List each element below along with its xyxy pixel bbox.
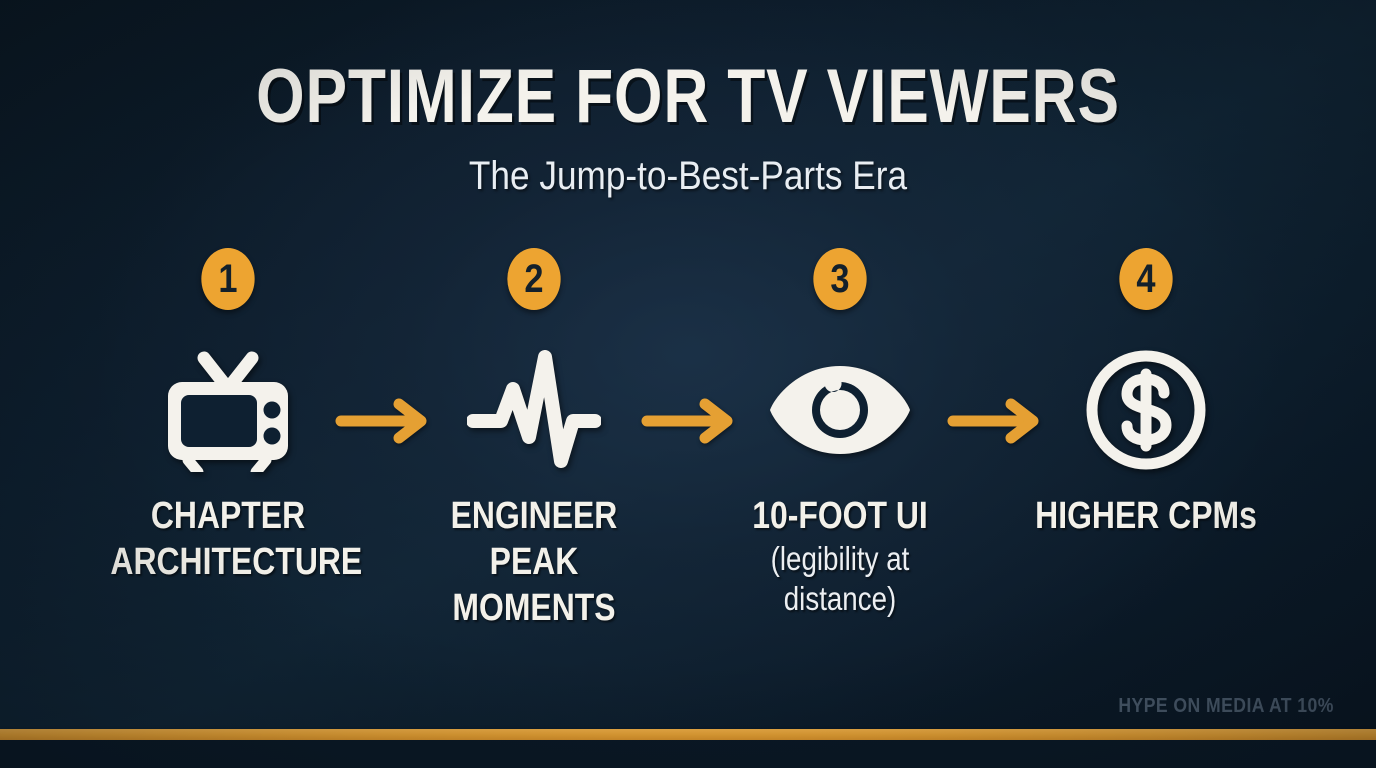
step-caption-line2: PEAK MOMENTS xyxy=(452,541,616,629)
arrow-right-icon-2 xyxy=(641,398,737,444)
pulse-waveform-icon xyxy=(394,342,674,477)
tv-icon xyxy=(88,342,368,477)
step-caption-line1: 10-FOOT UI xyxy=(752,495,928,537)
step-caption-sub: (legibility at distance) xyxy=(770,540,910,617)
arrow-right-icon-3 xyxy=(947,398,1043,444)
step-item-3: 3 10-FOOT UI (legibility at distance) xyxy=(700,248,980,619)
dollar-circle-icon xyxy=(1006,342,1286,477)
step-item-2: 2 ENGINEER PEAK MOMENTS xyxy=(394,248,674,631)
page-subtitle: The Jump-to-Best-Parts Era xyxy=(468,154,908,198)
step-caption-line1: HIGHER CPMs xyxy=(1035,495,1257,537)
step-item-1: 1 CHAPTER xyxy=(88,248,368,585)
step-caption-4: HIGHER CPMs xyxy=(1028,493,1263,539)
step-item-4: 4 HIGHER CPMs xyxy=(1006,248,1286,539)
step-caption-line1: ENGINEER xyxy=(450,495,618,537)
eye-icon xyxy=(700,342,980,477)
step-caption-line1: CHAPTER xyxy=(150,495,306,537)
step-number-badge-4: 4 xyxy=(1119,248,1173,310)
bottom-accent-bar xyxy=(0,729,1376,740)
step-caption-3: 10-FOOT UI (legibility at distance) xyxy=(722,493,957,619)
step-caption-1: CHAPTER ARCHITECTURE xyxy=(110,493,362,585)
page-title: OPTIMIZE FOR TV VIEWERS xyxy=(256,54,1120,139)
bottom-strip xyxy=(0,740,1376,768)
step-number-badge-3: 3 xyxy=(813,248,867,310)
step-caption-2: ENGINEER PEAK MOMENTS xyxy=(416,493,651,631)
watermark-label: HYPE ON MEDIA AT 10% xyxy=(1118,695,1334,717)
arrow-right-icon-1 xyxy=(335,398,431,444)
steps-row: 1 CHAPTER xyxy=(0,248,1376,668)
step-number-badge-2: 2 xyxy=(507,248,561,310)
step-number-badge-1: 1 xyxy=(201,248,255,310)
step-caption-line2: ARCHITECTURE xyxy=(110,541,363,583)
